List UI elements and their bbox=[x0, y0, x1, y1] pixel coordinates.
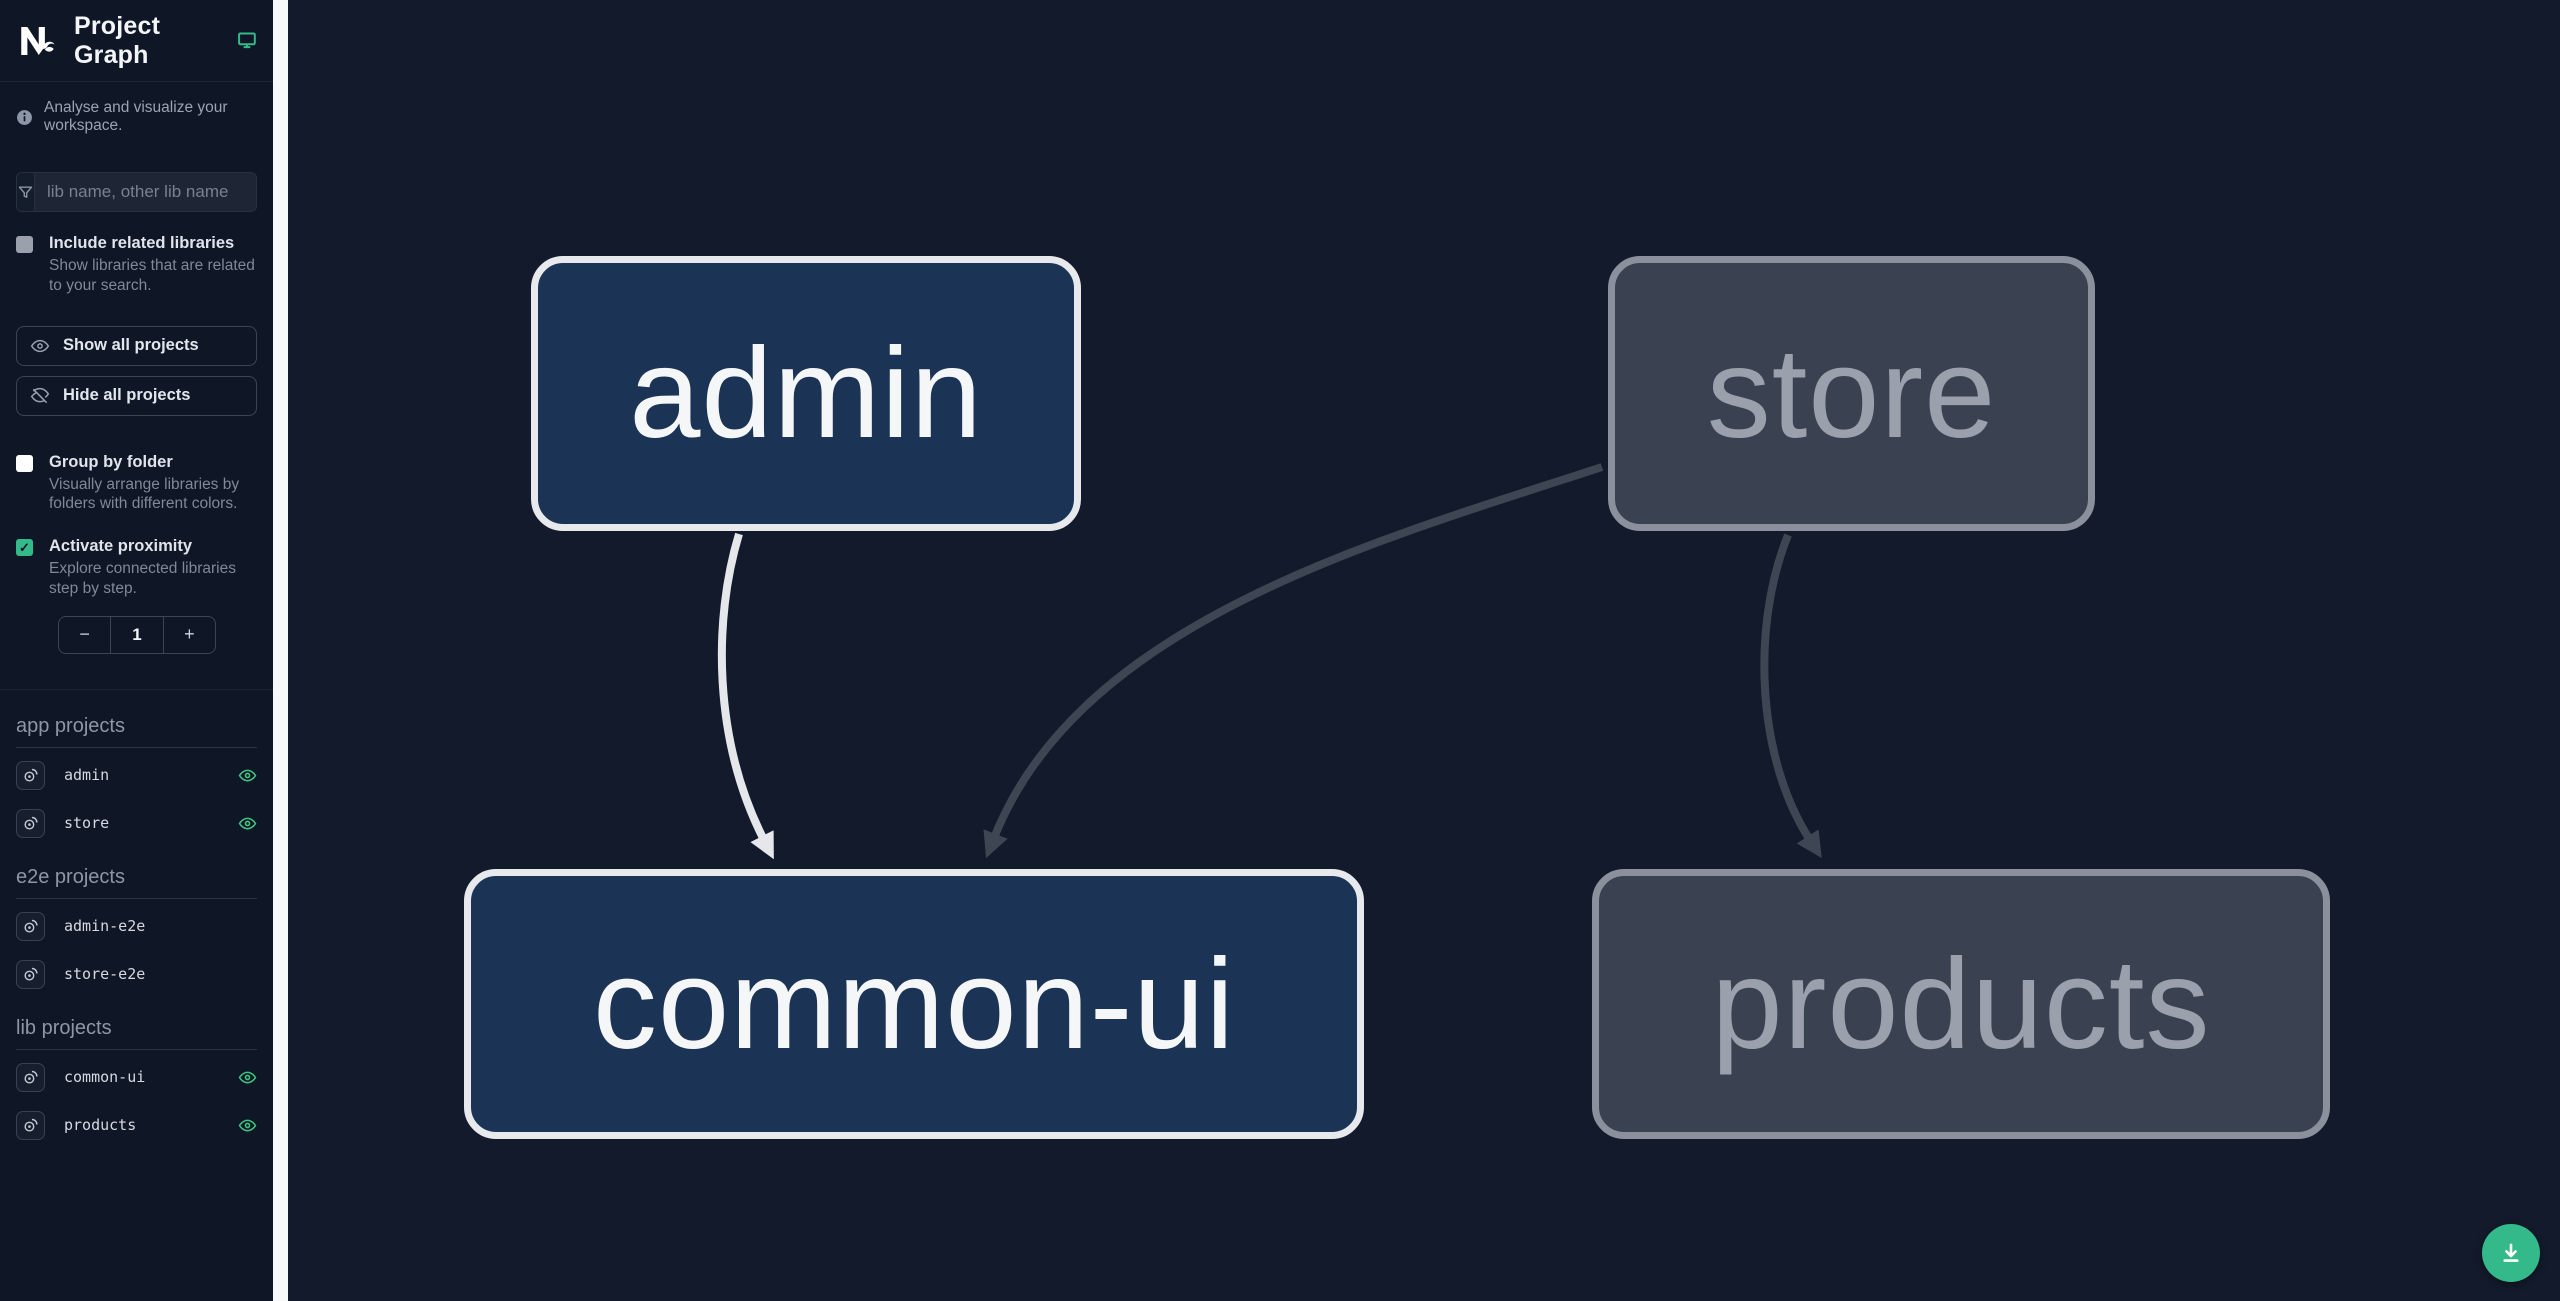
graph-node-admin[interactable]: admin bbox=[531, 256, 1081, 531]
option-label: Group by folder bbox=[49, 452, 173, 471]
graph-edges bbox=[717, 463, 1822, 860]
section-title: e2e projects bbox=[16, 866, 257, 899]
sidebar-resize-handle[interactable] bbox=[273, 0, 288, 1301]
filter-funnel-icon bbox=[17, 173, 35, 211]
info-icon bbox=[17, 109, 32, 125]
download-graph-button[interactable] bbox=[2482, 1224, 2540, 1282]
eye-slash-icon bbox=[30, 387, 50, 403]
checkbox-group-by-folder[interactable] bbox=[16, 454, 33, 472]
focus-icon bbox=[24, 816, 38, 830]
project-row-store: store bbox=[16, 803, 257, 844]
proximity-decrement-button[interactable]: − bbox=[59, 617, 110, 653]
focus-icon bbox=[24, 967, 38, 981]
focus-icon bbox=[24, 919, 38, 933]
edge-store-to-common-ui[interactable] bbox=[983, 463, 1604, 859]
option-label: Include related libraries bbox=[49, 234, 235, 252]
search-input[interactable] bbox=[35, 173, 256, 211]
option-description: Show libraries that are related to your … bbox=[49, 257, 255, 294]
project-row-common-ui: common-ui bbox=[16, 1057, 257, 1098]
download-icon bbox=[2503, 1243, 2519, 1262]
tagline-row: Analyse and visualize your workspace. bbox=[16, 99, 257, 135]
sidebar-header: Project Graph bbox=[0, 0, 273, 82]
project-name: store bbox=[64, 814, 110, 833]
section-title: lib projects bbox=[16, 1017, 257, 1050]
proximity-value[interactable]: 1 bbox=[110, 616, 164, 653]
proximity-stepper: − 1 + bbox=[58, 615, 216, 654]
edge-admin-to-common-ui[interactable] bbox=[717, 532, 774, 860]
project-row-admin: admin bbox=[16, 755, 257, 796]
focus-icon bbox=[24, 1118, 38, 1132]
project-name: admin-e2e bbox=[64, 917, 146, 936]
sidebar: Project Graph Analyse and visualize your… bbox=[0, 0, 273, 1301]
project-name: admin bbox=[64, 766, 110, 785]
focus-project-button[interactable] bbox=[16, 959, 45, 989]
checkbox-include-related[interactable] bbox=[16, 236, 33, 253]
focus-project-button[interactable] bbox=[16, 1110, 45, 1140]
section-title: app projects bbox=[16, 715, 257, 748]
option-group-by-folder: Group by folder Visually arrange librari… bbox=[16, 453, 257, 515]
hide-all-label: Hide all projects bbox=[63, 386, 191, 405]
project-name: store-e2e bbox=[64, 965, 146, 984]
node-label: store bbox=[1706, 322, 1997, 465]
toggle-visibility-eye-icon[interactable] bbox=[237, 1115, 257, 1135]
edge-store-to-products[interactable] bbox=[1760, 533, 1822, 859]
graph-node-common-ui[interactable]: common-ui bbox=[464, 869, 1364, 1139]
option-description: Visually arrange libraries by folders wi… bbox=[49, 475, 240, 513]
focus-project-button[interactable] bbox=[16, 760, 45, 790]
focus-project-button[interactable] bbox=[16, 911, 45, 941]
node-label: products bbox=[1711, 932, 2211, 1076]
focus-project-button[interactable] bbox=[16, 808, 45, 838]
eye-icon bbox=[30, 339, 50, 352]
node-label: common-ui bbox=[592, 932, 1236, 1076]
option-include-related: Include related libraries Show libraries… bbox=[16, 234, 257, 296]
focus-icon bbox=[24, 768, 38, 782]
toggle-visibility-eye-icon[interactable] bbox=[237, 813, 257, 833]
option-label: Activate proximity bbox=[49, 537, 193, 556]
toggle-visibility-eye-icon[interactable] bbox=[237, 765, 257, 785]
search-box bbox=[16, 172, 257, 212]
project-row-store-e2e: store-e2e bbox=[16, 954, 257, 995]
section-app-projects: app projects admin bbox=[16, 715, 257, 844]
checkbox-activate-proximity[interactable]: ✓ bbox=[16, 539, 33, 557]
node-label: admin bbox=[629, 322, 983, 465]
graph-node-store[interactable]: store bbox=[1608, 256, 2095, 531]
show-all-label: Show all projects bbox=[63, 336, 199, 355]
graph-canvas[interactable]: admin store common-ui products bbox=[288, 0, 2560, 1301]
project-name: products bbox=[64, 1116, 137, 1135]
proximity-increment-button[interactable]: + bbox=[164, 617, 215, 653]
tagline-text: Analyse and visualize your workspace. bbox=[44, 99, 228, 134]
option-activate-proximity: ✓ Activate proximity Explore connected l… bbox=[16, 537, 257, 599]
graph-node-products[interactable]: products bbox=[1592, 869, 2330, 1139]
project-name: common-ui bbox=[64, 1068, 146, 1087]
sidebar-divider bbox=[0, 688, 273, 690]
section-lib-projects: lib projects common-ui bbox=[16, 1017, 257, 1146]
hide-all-projects-button[interactable]: Hide all projects bbox=[16, 375, 257, 416]
focus-project-button[interactable] bbox=[16, 1062, 45, 1092]
show-all-projects-button[interactable]: Show all projects bbox=[16, 325, 257, 366]
toggle-visibility-eye-icon[interactable] bbox=[237, 1067, 257, 1087]
nx-logo-icon bbox=[21, 26, 55, 55]
app-title: Project Graph bbox=[74, 11, 161, 69]
project-row-products: products bbox=[16, 1105, 257, 1146]
section-e2e-projects: e2e projects admin-e2e store- bbox=[16, 866, 257, 995]
monitor-icon[interactable] bbox=[237, 29, 257, 52]
option-description: Explore connected libraries step by step… bbox=[49, 560, 236, 598]
project-row-admin-e2e: admin-e2e bbox=[16, 906, 257, 947]
focus-icon bbox=[24, 1070, 38, 1084]
